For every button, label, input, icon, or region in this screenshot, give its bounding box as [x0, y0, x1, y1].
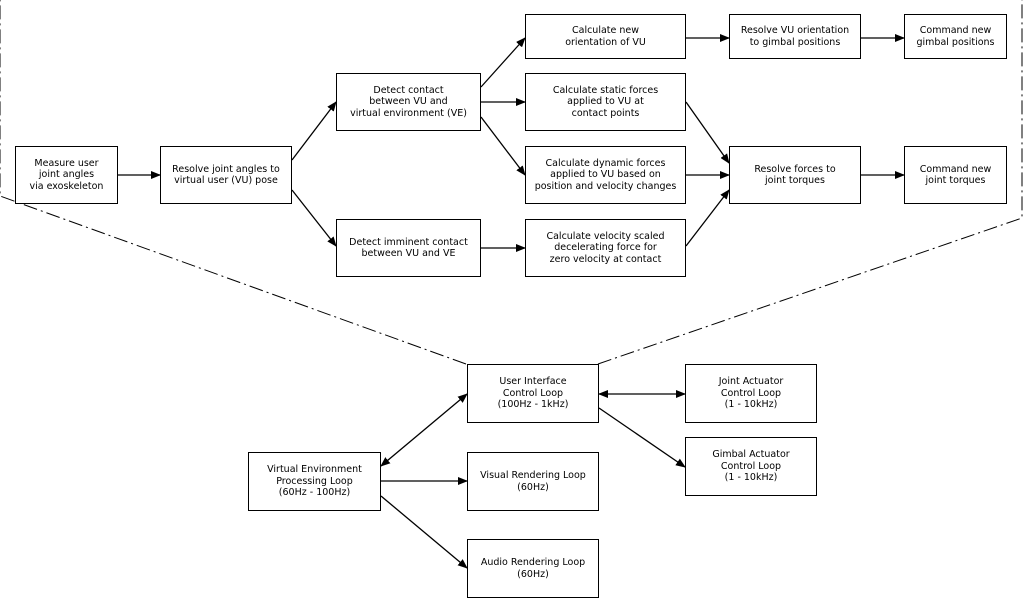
zoom-outline	[597, 0, 1023, 365]
calc-static-forces-box: Calculate static forces applied to VU at…	[525, 73, 686, 131]
flow-arrow	[685, 189, 730, 247]
detect-imminent-contact-box: Detect imminent contact between VU and V…	[336, 219, 481, 277]
calc-dynamic-forces-box: Calculate dynamic forces applied to VU b…	[525, 146, 686, 204]
ui-control-loop-box: User Interface Control Loop (100Hz - 1kH…	[467, 364, 599, 423]
flow-arrow	[685, 101, 730, 164]
measure-joint-angles-box: Measure user joint angles via exoskeleto…	[15, 146, 118, 204]
bidirectional-arrow	[380, 393, 468, 467]
flow-arrow	[598, 407, 686, 468]
audio-rendering-loop-box: Audio Rendering Loop (60Hz)	[467, 539, 599, 598]
flow-arrow	[480, 37, 526, 88]
command-gimbal-box: Command new gimbal positions	[904, 14, 1007, 59]
resolve-gimbal-box: Resolve VU orientation to gimbal positio…	[729, 14, 861, 59]
gimbal-actuator-loop-box: Gimbal Actuator Control Loop (1 - 10kHz)	[685, 437, 817, 496]
flow-arrow	[291, 101, 337, 161]
visual-rendering-loop-box: Visual Rendering Loop (60Hz)	[467, 452, 599, 511]
calc-orientation-box: Calculate new orientation of VU	[525, 14, 686, 59]
calc-velocity-force-box: Calculate velocity scaled decelerating f…	[525, 219, 686, 277]
ve-processing-loop-box: Virtual Environment Processing Loop (60H…	[248, 452, 381, 511]
command-torques-box: Command new joint torques	[904, 146, 1007, 204]
flow-arrow	[291, 189, 337, 247]
resolve-pose-box: Resolve joint angles to virtual user (VU…	[160, 146, 292, 204]
joint-actuator-loop-box: Joint Actuator Control Loop (1 - 10kHz)	[685, 364, 817, 423]
detect-contact-box: Detect contact between VU and virtual en…	[336, 73, 481, 131]
flow-arrow	[380, 495, 468, 569]
flow-arrow	[480, 116, 526, 176]
resolve-torques-box: Resolve forces to joint torques	[729, 146, 861, 204]
